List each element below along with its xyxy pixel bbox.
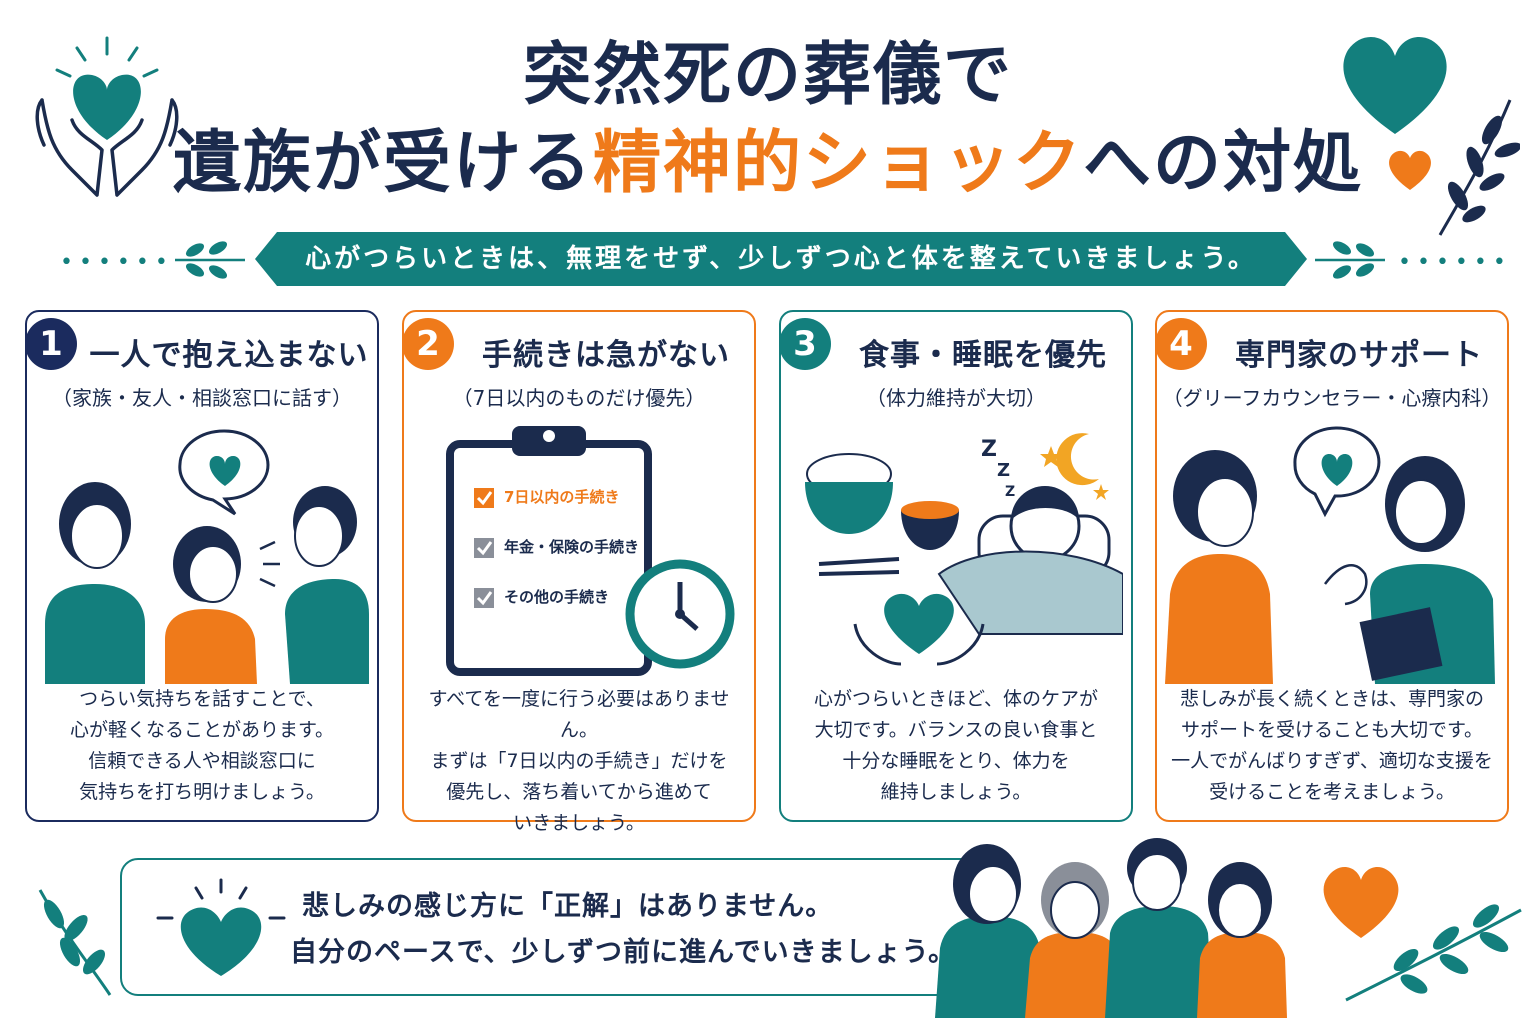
card-title: 食事・睡眠を優先 [859, 338, 1107, 373]
heart-icon [156, 878, 286, 976]
card-title: 手続きは急がない [482, 338, 730, 373]
leaf-branch-icon [1438, 99, 1520, 236]
leaf-branch-icon [1345, 904, 1522, 1002]
card-food-sleep: 3 食事・睡眠を優先 （体力維持が大切） Z Z Z 心がつらいときほど、体のケ… [779, 310, 1133, 822]
dots-divider: •••••• [60, 250, 174, 275]
leaf-branch-icon [175, 241, 245, 279]
heart-icon [1389, 150, 1431, 190]
food-sleep-illustration: Z Z Z [805, 433, 1123, 666]
checklist-item: 7日以内の手続き [504, 488, 620, 506]
card-professional: 4 専門家のサポート （グリーフカウンセラー・心療内科） 悲しみが長く続くときは… [1155, 310, 1509, 822]
card-number: 3 [779, 318, 831, 370]
rice-bowl-icon [805, 453, 893, 534]
clipboard-icon [446, 426, 735, 676]
card-body: すべてを一度に行う必要はありません。まずは「7日以内の手続き」だけを優先し、落ち… [428, 688, 730, 834]
card-title: 一人で抱え込まない [89, 338, 369, 373]
card-title: 専門家のサポート [1235, 338, 1483, 373]
checklist-item: その他の手続き [504, 588, 610, 606]
bottom-message: 悲しみの感じ方に「正解」はありません。 自分のペースで、少しずつ前に進んでいきま… [290, 891, 957, 968]
card-body: 悲しみが長く続くときは、専門家のサポートを受けることも大切です。一人でがんばりす… [1171, 688, 1493, 803]
heart-icon [1323, 866, 1399, 938]
card-number: 1 [25, 318, 77, 370]
card-body: 心がつらいときほど、体のケアが大切です。バランスの良い食事と十分な睡眠をとり、体… [813, 688, 1099, 803]
hands-heart-icon [35, 36, 179, 197]
moon-icon [1056, 433, 1099, 486]
svg-text:Z: Z [997, 460, 1010, 481]
leaf-branch-icon [1315, 241, 1385, 279]
counselor-illustration [1165, 426, 1495, 684]
svg-text:Z: Z [981, 437, 997, 462]
svg-text:Z: Z [1005, 484, 1015, 500]
heart-icon [884, 593, 954, 654]
card-subtitle: （グリーフカウンセラー・心療内科） [1162, 386, 1502, 410]
dots-divider: •••••• [1398, 250, 1512, 275]
title-suffix: への対処 [1083, 124, 1364, 203]
page-title: 突然死の葬儀で [522, 36, 1013, 115]
family-illustration [935, 838, 1287, 1018]
title-prefix: 遺族が受ける [172, 124, 593, 203]
clock-icon [625, 559, 735, 669]
card-subtitle: （家族・友人・相談窓口に話す） [52, 386, 352, 410]
checklist-item: 年金・保険の手続き [504, 538, 640, 556]
card-number: 2 [402, 318, 454, 370]
leaf-branch-icon [38, 889, 112, 996]
banner: 心がつらいときは、無理をせず、少しずつ心と体を整えていきましょう。 [255, 232, 1307, 286]
people-talking-illustration [45, 429, 369, 684]
card-subtitle: （7日以内のものだけ優先） [452, 386, 706, 410]
title-accent: 精神的ショック [592, 124, 1083, 203]
heart-icon [1343, 37, 1447, 135]
card-talk: 1 一人で抱え込まない （家族・友人・相談窓口に話す） つらい気持ちを話すことで… [25, 310, 379, 822]
page-title-line2: 遺族が受ける精神的ショックへの対処 [0, 122, 1536, 206]
card-body: つらい気持ちを話すことで、心が軽くなることがあります。信頼できる人や相談窓口に気… [69, 688, 335, 803]
card-subtitle: （体力維持が大切） [866, 386, 1046, 410]
card-number: 4 [1155, 318, 1207, 370]
card-procedures: 2 手続きは急がない （7日以内のものだけ優先） 7日以内の手続き 年金・保険の… [402, 310, 756, 834]
bottom-message-box: 悲しみの感じ方に「正解」はありません。 自分のペースで、少しずつ前に進んでいきま… [120, 858, 1000, 996]
